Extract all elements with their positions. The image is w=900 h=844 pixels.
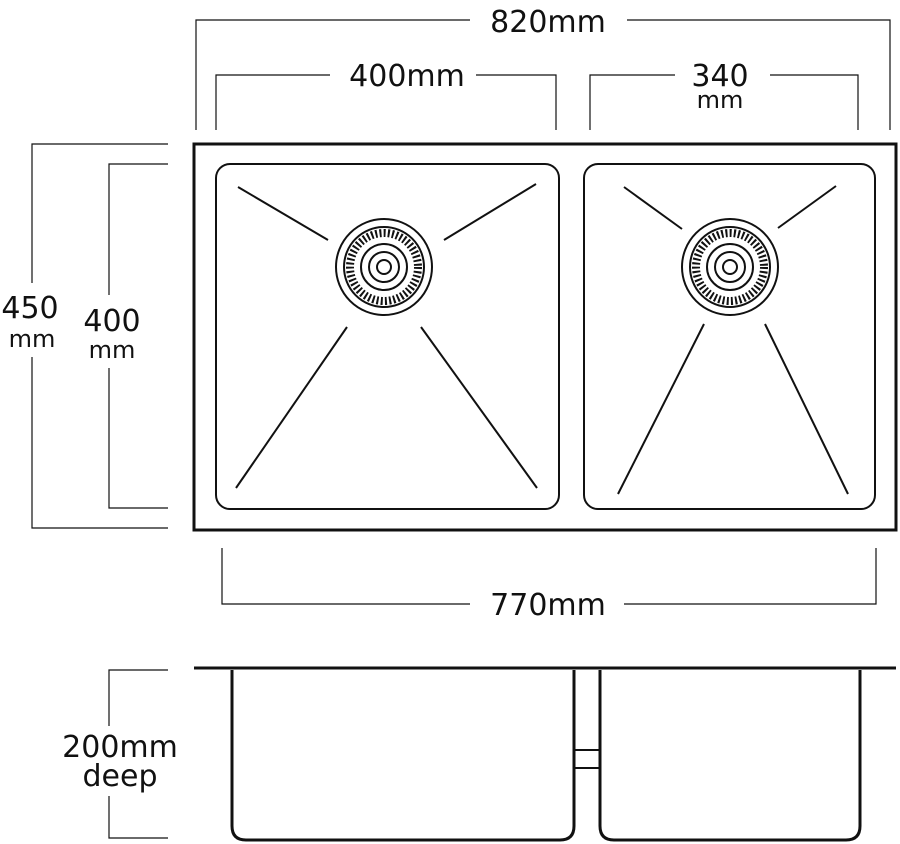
bottom-width-dimension: 770mm [221, 548, 877, 623]
left-drain-icon [335, 218, 433, 316]
right-drain-center [722, 259, 738, 275]
overall-depth-top-bracket [31, 143, 168, 283]
left-drain-outer-ring [335, 218, 433, 316]
left-bowl-groove-bottom-left [235, 326, 348, 489]
bowl-depth-unit: mm [89, 336, 136, 364]
bowl-height-note: deep [83, 759, 158, 794]
right-bowl-width-number: 340 [691, 59, 748, 94]
left-bowl-groove-top-left [237, 186, 329, 241]
right-bowl [583, 163, 876, 510]
left-bowl-width-right-bracket [476, 74, 557, 130]
bowl-depth-top-bracket [108, 163, 168, 295]
left-drain-basket [360, 243, 408, 291]
bowl-depth-number: 400 [83, 304, 140, 339]
right-drain-slots [692, 229, 768, 305]
overall-depth-unit: mm [9, 325, 56, 353]
right-bowl-width-unit: mm [697, 86, 744, 114]
overall-depth-dimension: 450 mm [1, 143, 168, 529]
right-drain-outer-ring [681, 218, 779, 316]
left-drain-center [376, 259, 392, 275]
right-drain-basket [706, 243, 754, 291]
right-bowl-groove-top-left [623, 186, 683, 230]
bowl-depth-bottom-bracket [108, 368, 168, 509]
left-bowl-groove-bottom-right [420, 326, 538, 489]
overall-depth-number: 450 [1, 291, 58, 326]
overall-width-left-bracket [195, 19, 470, 130]
bowl-depth-dimension: 400 mm [83, 163, 168, 509]
sink-side-view [194, 666, 896, 842]
sink-outer-rim [192, 142, 898, 532]
overall-width-label: 820mm [490, 5, 606, 40]
overall-width-dimension: 820mm [195, 5, 891, 130]
sink-plan-view [192, 142, 898, 532]
bowl-height-bottom-bracket [108, 796, 168, 839]
bottom-width-right-bracket [624, 548, 877, 605]
left-drain-slots [346, 229, 422, 305]
right-bowl-width-left-bracket [589, 74, 675, 130]
right-bowl-groove-bottom-right [764, 323, 849, 495]
bottom-width-left-bracket [221, 548, 470, 605]
right-bowl-groove-bottom-left [617, 323, 705, 495]
overall-depth-bottom-bracket [31, 357, 168, 529]
bowl-height-label: 200mm [62, 730, 178, 765]
left-drain-plug [368, 251, 400, 283]
right-bowl-width-right-bracket [770, 74, 859, 130]
right-drain-plug [714, 251, 746, 283]
bowl-height-top-bracket [108, 669, 168, 726]
left-bowl-width-label: 400mm [349, 59, 465, 94]
right-drain-inner-ring [689, 226, 771, 308]
left-drain-inner-ring [343, 226, 425, 308]
left-bowl-width-left-bracket [215, 74, 330, 130]
right-bowl-outline [583, 163, 876, 510]
overall-width-right-bracket [627, 19, 891, 130]
left-bowl-outline [215, 163, 560, 510]
right-bowl-groove-top-right [777, 185, 837, 229]
left-bowl-groove-top-right [443, 183, 537, 241]
side-view-right-bowl [598, 670, 862, 842]
right-drain-icon [681, 218, 779, 316]
left-bowl-width-dimension: 400mm [215, 59, 557, 130]
bottom-width-label: 770mm [490, 588, 606, 623]
bowl-height-dimension: 200mm deep [62, 669, 178, 839]
right-bowl-width-dimension: 340 mm [589, 59, 859, 130]
left-bowl [215, 163, 560, 510]
side-view-left-bowl [230, 670, 576, 842]
